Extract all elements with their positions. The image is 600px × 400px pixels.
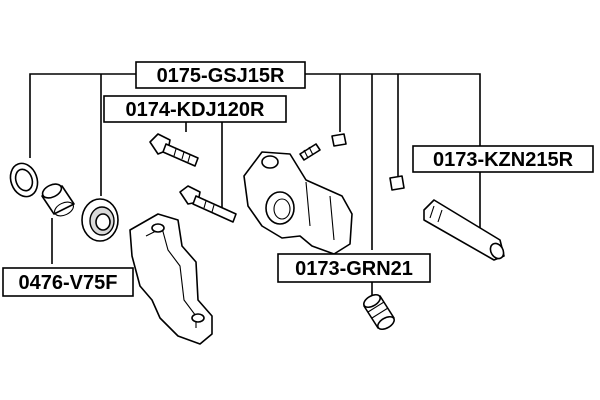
guide-bolt-upper-icon [149, 133, 199, 167]
label-kit-main: 0175-GSJ15R [135, 61, 306, 89]
guide-pin-icon [423, 199, 505, 261]
label-guide-bolt: 0174-KDJ120R [103, 95, 287, 123]
label-guide-pin-grn-text: 0173-GRN21 [295, 258, 413, 280]
label-guide-pin-kzn-text: 0173-KZN215R [433, 149, 574, 171]
bleeder-cap-icon [331, 133, 347, 147]
caliper-body-icon [243, 151, 353, 255]
label-piston-seal: 0476-V75F [2, 267, 134, 297]
leader-lines [29, 73, 481, 296]
pin-boot-icon [363, 293, 395, 331]
label-guide-pin-kzn: 0173-KZN215R [412, 145, 594, 173]
piston-icon [41, 183, 75, 217]
label-piston-seal-text: 0476-V75F [19, 272, 118, 294]
guide-bolt-lower-icon [179, 185, 237, 223]
caliper-bracket-icon [129, 213, 213, 345]
dust-boot-icon [81, 198, 119, 242]
piston-seal-ring-icon [9, 162, 39, 198]
bleeder-valve-icon [299, 143, 321, 161]
cap-icon [389, 175, 405, 191]
label-guide-bolt-text: 0174-KDJ120R [126, 99, 266, 121]
label-kit-main-text: 0175-GSJ15R [157, 65, 285, 87]
label-guide-pin-grn: 0173-GRN21 [277, 253, 431, 283]
